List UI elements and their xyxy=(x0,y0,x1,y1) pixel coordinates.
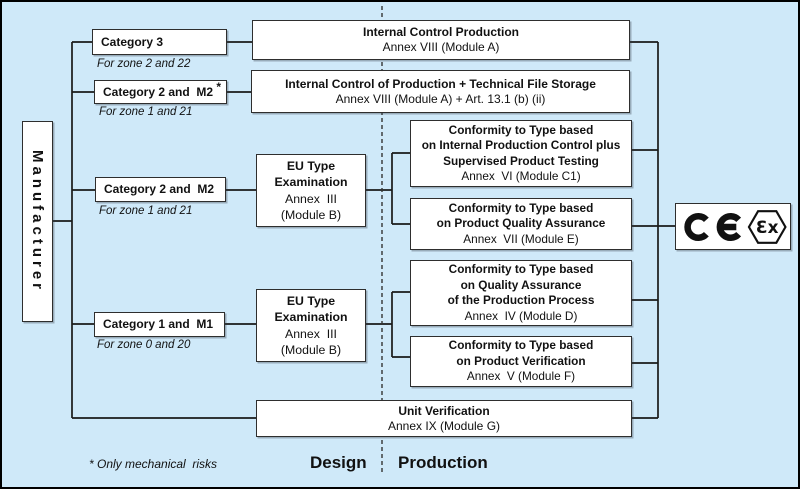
design-phase-label: Design xyxy=(310,453,367,472)
box-title: Supervised Product Testing xyxy=(443,153,599,168)
box-title: EU Type xyxy=(286,158,336,173)
module-c1-box: Conformity to Type based on Internal Pro… xyxy=(410,120,632,187)
zone-note: For zone 0 and 20 xyxy=(97,339,191,351)
eu-type-examination-box-lower: EU Type Examination Annex III (Module B) xyxy=(256,289,366,362)
box-title: on Product Quality Assurance xyxy=(436,216,606,231)
category-2-m2-box: Category 2 and M2 xyxy=(95,177,226,202)
box-subtitle: Annex III xyxy=(285,326,337,341)
category-label: Category 2 and M2 xyxy=(104,182,215,196)
category-label: Category 3 xyxy=(101,34,164,49)
category-label: Category 2 and M2 xyxy=(103,84,214,99)
zone-note: For zone 1 and 21 xyxy=(99,106,193,118)
ex-glyph: Ɛx xyxy=(755,217,778,237)
zone-note: For zone 1 and 21 xyxy=(99,205,193,217)
ce-letter-e xyxy=(716,212,741,241)
module-e-box: Conformity to Type based on Product Qual… xyxy=(410,198,632,250)
box-title: Examination xyxy=(274,175,348,189)
box-title: on Product Verification xyxy=(456,353,586,368)
box-title: on Quality Assurance xyxy=(460,277,582,292)
production-phase-label: Production xyxy=(398,453,488,472)
box-title: Examination xyxy=(274,310,348,324)
box-title: on Internal Production Control plus xyxy=(421,138,621,152)
box-subtitle: Annex VIII (Module A) + Art. 13.1 (b) (i… xyxy=(335,91,546,106)
internal-control-production-tfs-box: Internal Control of Production + Technic… xyxy=(251,70,630,113)
box-subtitle: (Module B) xyxy=(280,343,342,357)
ce-mark-icon: Ɛx xyxy=(683,209,787,244)
box-subtitle: Annex IV (Module D) xyxy=(464,308,578,323)
box-subtitle: Annex III xyxy=(285,191,337,206)
unit-verification-box: Unit Verification Annex IX (Module G) xyxy=(256,400,632,437)
box-subtitle: Annex V (Module F) xyxy=(466,369,576,384)
module-d-box: Conformity to Type based on Quality Assu… xyxy=(410,260,632,326)
category-2-m2-mechanical-box: Category 2 and M2 * xyxy=(94,80,227,104)
ce-ex-marking-box: Ɛx xyxy=(675,203,791,250)
box-title: Unit Verification xyxy=(398,403,490,418)
box-title: Conformity to Type based xyxy=(448,338,594,353)
solid-connectors xyxy=(53,41,675,419)
category-1-m1-box: Category 1 and M1 xyxy=(94,312,225,337)
box-subtitle: Annex IX (Module G) xyxy=(387,418,501,433)
module-f-box: Conformity to Type based on Product Veri… xyxy=(410,336,632,387)
category-label: Category 1 and M1 xyxy=(103,317,214,331)
box-subtitle: Annex VI (Module C1) xyxy=(461,169,581,183)
ce-letter-c xyxy=(683,212,709,241)
zone-note: For zone 2 and 22 xyxy=(97,58,191,70)
box-title: Internal Control Production xyxy=(363,25,519,39)
box-title: Conformity to Type based xyxy=(448,200,594,215)
box-subtitle: Annex VIII (Module A) xyxy=(382,40,500,54)
internal-control-production-box: Internal Control Production Annex VIII (… xyxy=(252,20,630,60)
manufacturer-box: Manufacturer xyxy=(22,121,53,322)
manufacturer-label: Manufacturer xyxy=(29,149,46,294)
box-title: of the Production Process xyxy=(447,293,595,307)
box-title: EU Type xyxy=(286,293,336,308)
box-title: Conformity to Type based xyxy=(448,262,594,276)
category-3-box: Category 3 xyxy=(92,29,227,55)
ex-hexagon-icon xyxy=(747,209,787,244)
box-subtitle: (Module B) xyxy=(280,208,342,222)
eu-type-examination-box-upper: EU Type Examination Annex III (Module B) xyxy=(256,154,366,227)
mechanical-risks-footnote: * Only mechanical risks xyxy=(89,457,218,471)
asterisk-marker: * xyxy=(216,80,221,94)
box-title: Conformity to Type based xyxy=(448,122,594,137)
box-subtitle: Annex VII (Module E) xyxy=(463,231,579,246)
box-title: Internal Control of Production + Technic… xyxy=(285,76,596,91)
